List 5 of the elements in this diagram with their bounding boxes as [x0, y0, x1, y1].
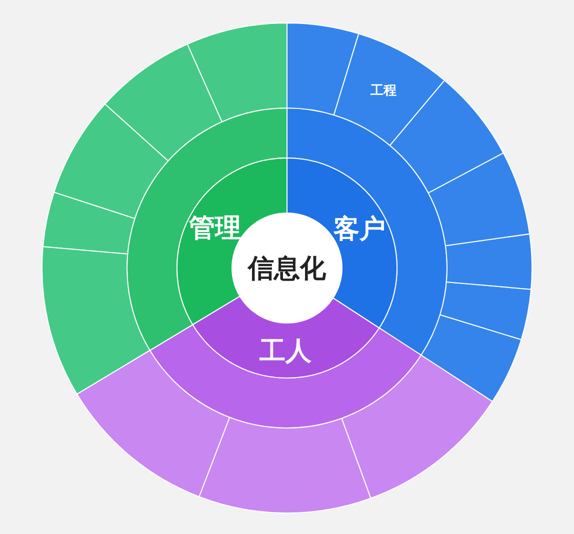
segment-label: 工程 [370, 84, 397, 99]
segment-label: 管理 [189, 213, 242, 244]
center-label: 信息化 [248, 254, 326, 284]
segment-label: 客户 [334, 214, 386, 245]
segment-label: 工人 [260, 336, 312, 367]
